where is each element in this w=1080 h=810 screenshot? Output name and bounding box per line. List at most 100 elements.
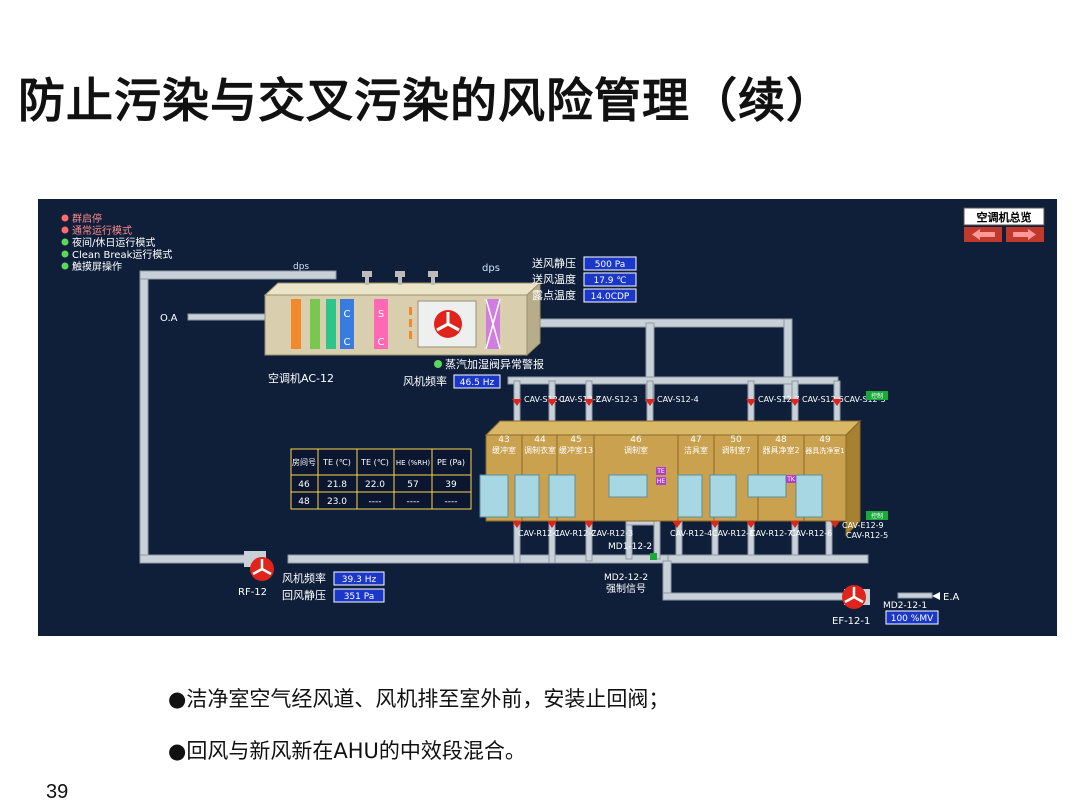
table-cell: 23.0 bbox=[327, 497, 347, 507]
room-name: 洁具室 bbox=[684, 445, 708, 455]
green-bullet-icon bbox=[61, 262, 69, 270]
rf-freq-value: 39.3 Hz bbox=[342, 575, 377, 585]
dps-left-label: dps bbox=[293, 262, 309, 272]
ef-damper-label: MD2-12-1 bbox=[883, 601, 927, 611]
legend-item-night[interactable]: 夜间/休日运行模式 bbox=[61, 236, 156, 249]
supply-pressure-value: 500 Pa bbox=[595, 260, 626, 270]
coil-label: C bbox=[344, 337, 351, 348]
cav-label: CAV-R12-7 bbox=[750, 529, 792, 538]
cav-label: CAV-R12-8 bbox=[712, 529, 754, 538]
cav-label: CAV-R12-3 bbox=[591, 529, 633, 538]
room-name: 器具净室2 bbox=[762, 445, 799, 455]
cav-label: CAV-S12-2 bbox=[559, 395, 601, 404]
red-bullet-icon bbox=[61, 214, 69, 222]
table-header: PE (Pa) bbox=[437, 458, 465, 467]
supply-temp-label: 送风温度 bbox=[532, 272, 576, 286]
table-header: HE (%RH) bbox=[396, 459, 430, 467]
cav-label: CAV-R12-1 bbox=[518, 529, 560, 538]
oa-duct bbox=[187, 313, 273, 321]
legend-item-touch[interactable]: 触摸屏操作 bbox=[61, 260, 123, 273]
medium-filter-2 bbox=[326, 299, 336, 349]
mode-legend: 群启停 通常运行模式 夜间/休日运行模式 Clean Break运行模式 触摸屏… bbox=[61, 212, 173, 273]
forced-signal-label: 强制信号 bbox=[606, 582, 646, 595]
room-name: 调制室 bbox=[624, 445, 648, 455]
arrow-right-icon bbox=[932, 592, 940, 600]
legend-label: 夜间/休日运行模式 bbox=[72, 236, 155, 249]
ahu-unit[interactable]: C C S C bbox=[263, 281, 542, 357]
pre-filter bbox=[291, 299, 301, 349]
ea-label: E.A bbox=[943, 592, 959, 603]
room-number: 47 bbox=[690, 435, 701, 445]
cav-label: CAV-R12-4 bbox=[670, 529, 712, 538]
supply-readouts: 送风静压 500 Pa 送风温度 17.9 ℃ 露点温度 14.0CDP bbox=[532, 256, 637, 303]
legend-item-clean-break[interactable]: Clean Break运行模式 bbox=[61, 248, 173, 261]
return-fan[interactable] bbox=[244, 551, 274, 581]
return-duct-left bbox=[139, 270, 149, 564]
legend-item-normal[interactable]: 通常运行模式 bbox=[61, 224, 133, 237]
bullet-point: ●回风与新风新在AHU的中效段混合。 bbox=[168, 739, 526, 763]
table-header: TE (℃) bbox=[322, 458, 351, 467]
prev-button[interactable] bbox=[964, 227, 1002, 242]
ahu-fan-freq-value: 46.5 Hz bbox=[460, 378, 495, 388]
valve-icons bbox=[362, 271, 438, 285]
table-cell: ---- bbox=[369, 497, 382, 507]
room-windows bbox=[479, 474, 823, 518]
legend-item-group-start[interactable]: 群启停 bbox=[61, 212, 103, 225]
supply-pressure-label: 送风静压 bbox=[532, 256, 576, 270]
oa-label: O.A bbox=[160, 313, 178, 324]
overview-button[interactable]: 空调机总览 bbox=[963, 207, 1045, 226]
green-tag: 控制 bbox=[871, 392, 883, 400]
arrow-left-icon bbox=[972, 229, 995, 240]
table-cell: ---- bbox=[445, 497, 458, 507]
te-tag: TE bbox=[656, 468, 665, 475]
supply-header bbox=[507, 376, 839, 385]
table-cell: ---- bbox=[407, 497, 420, 507]
cav-supply-labels: CAV-S12-1 CAV-S12-2 CAV-S12-3 CAV-S12-4 … bbox=[512, 391, 888, 406]
coil-label: C bbox=[378, 337, 385, 348]
green-bullet-icon bbox=[61, 250, 69, 258]
tk-tag: TK bbox=[786, 476, 796, 483]
slide-title: 防止污染与交叉污染的风险管理（续） bbox=[18, 74, 834, 129]
table-cell: 57 bbox=[407, 480, 418, 490]
legend-label: 群启停 bbox=[72, 212, 102, 225]
cav-label: CAV-S12-5 bbox=[844, 395, 886, 404]
table-cell: 46 bbox=[298, 480, 310, 490]
table-cell: 22.0 bbox=[365, 480, 385, 490]
ef-value: 100 %MV bbox=[891, 614, 934, 624]
alarm-indicator-icon bbox=[434, 360, 442, 368]
ahu-fan-freq-field: 46.5 Hz bbox=[453, 374, 501, 389]
rf-pressure-value: 351 Pa bbox=[344, 592, 375, 602]
supply-riser-right bbox=[783, 318, 793, 400]
cav-label: CAV-S12-4 bbox=[657, 395, 699, 404]
coil-label: C bbox=[344, 309, 351, 320]
exhaust-fan[interactable] bbox=[842, 585, 870, 609]
cav-return-labels: CAV-R12-1 CAV-R12-2 CAV-R12-3 CAV-R12-4 … bbox=[512, 511, 888, 540]
he-tag: HE bbox=[657, 478, 666, 485]
scada-panel: 群启停 通常运行模式 夜间/休日运行模式 Clean Break运行模式 触摸屏… bbox=[38, 199, 1057, 636]
arrow-right-icon bbox=[1013, 229, 1036, 240]
green-bullet-icon bbox=[61, 238, 69, 246]
green-tag: 控制 bbox=[871, 512, 883, 520]
scada-diagram: 群启停 通常运行模式 夜间/休日运行模式 Clean Break运行模式 触摸屏… bbox=[61, 207, 1045, 627]
exhaust-duct bbox=[662, 592, 844, 601]
cav-label: CAV-S12-1 bbox=[524, 395, 566, 404]
dew-point-label: 露点温度 bbox=[532, 288, 576, 302]
cleanroom-block[interactable]: 43 缓冲室 44 调制衣室 45 缓冲室13 46 调制室 47 洁具室 50… bbox=[479, 419, 862, 537]
md1-label: MD1-12-2 bbox=[608, 542, 652, 552]
cav-label: CAV-S12-7 bbox=[758, 395, 800, 404]
rf-pressure-label: 回风静压 bbox=[282, 588, 326, 602]
room-number: 48 bbox=[775, 435, 787, 445]
cav-label: CAV-E12-9 bbox=[842, 521, 884, 530]
page-number: 39 bbox=[46, 781, 69, 803]
coil-label: S bbox=[378, 309, 384, 320]
return-duct-top bbox=[139, 270, 337, 280]
humidifier-icon bbox=[409, 307, 412, 339]
table-cell: 48 bbox=[298, 497, 310, 507]
room-number: 43 bbox=[498, 435, 509, 445]
room-number: 44 bbox=[534, 435, 546, 445]
cav-label: CAV-R12-5 bbox=[846, 531, 888, 540]
ahu-name: 空调机AC-12 bbox=[268, 371, 334, 385]
dps-right-label: dps bbox=[482, 263, 500, 274]
next-button[interactable] bbox=[1006, 227, 1044, 242]
room-name: 器具洗净室1 bbox=[805, 446, 844, 455]
